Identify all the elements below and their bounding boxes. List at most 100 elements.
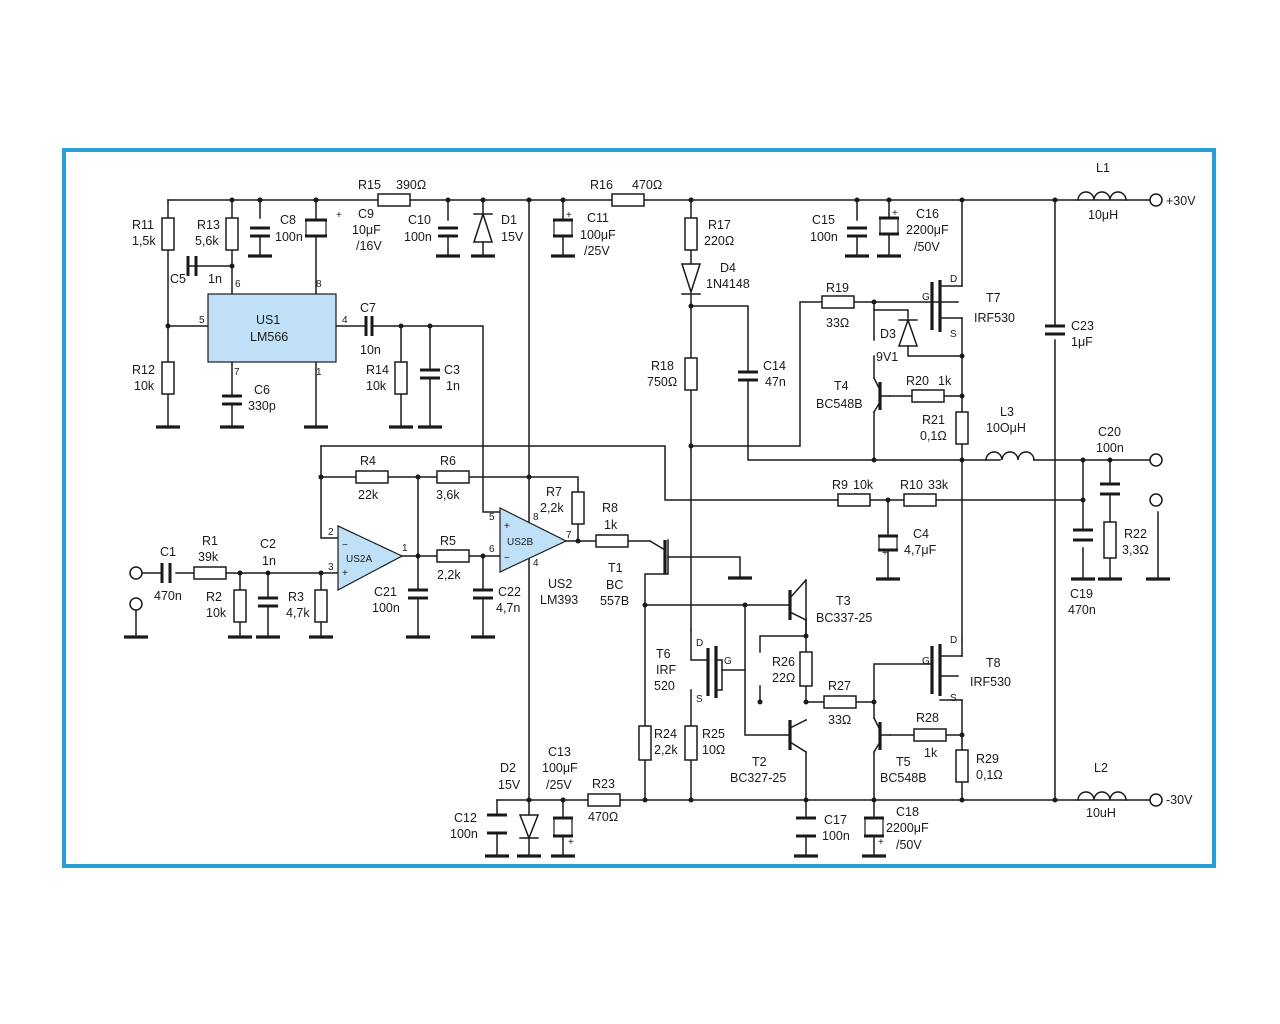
svg-text:D: D [696,638,703,649]
plus-30v-label: +30V [1166,194,1196,208]
svg-text:4,7k: 4,7k [286,606,310,620]
output-terminal[interactable] [1149,453,1163,467]
svg-text:BC548B: BC548B [880,771,927,785]
us2b-label: US2B [507,537,533,548]
svg-text:−: − [342,540,348,551]
svg-text:1N4148: 1N4148 [706,277,750,291]
minus-30v-terminal[interactable] [1149,793,1163,807]
svg-text:T6: T6 [656,647,671,661]
ground-symbols [124,254,1170,858]
svg-text:10μH: 10μH [1088,208,1118,222]
svg-text:IRF530: IRF530 [974,311,1015,325]
svg-text:10uH: 10uH [1086,806,1116,820]
output-ground-terminal[interactable] [1149,493,1163,507]
svg-text:1n: 1n [446,379,460,393]
svg-text:R4: R4 [360,454,376,468]
svg-text:R3: R3 [288,590,304,604]
svg-text:100n: 100n [275,230,303,244]
svg-text:C20: C20 [1098,425,1121,439]
svg-text:R9: R9 [832,478,848,492]
svg-text:D2: D2 [500,761,516,775]
svg-text:T2: T2 [752,755,767,769]
svg-text:T1: T1 [608,561,623,575]
svg-text:S: S [950,329,957,340]
svg-text:C23: C23 [1071,319,1094,333]
svg-text:47n: 47n [765,375,786,389]
svg-text:15V: 15V [501,230,524,244]
svg-text:10k: 10k [134,379,155,393]
svg-text:4: 4 [533,558,539,569]
svg-text:1,5k: 1,5k [132,234,156,248]
svg-text:10OμH: 10OμH [986,421,1026,435]
svg-text:D3: D3 [880,327,896,341]
svg-text:100n: 100n [372,601,400,615]
svg-text:33Ω: 33Ω [826,316,849,330]
svg-text:2: 2 [328,527,334,538]
svg-text:L3: L3 [1000,405,1014,419]
svg-text:C11: C11 [587,211,609,225]
svg-text:T7: T7 [986,291,1001,305]
svg-text:470n: 470n [154,589,182,603]
svg-text:C22: C22 [498,585,521,599]
svg-text:+: + [504,521,510,532]
svg-text:/25V: /25V [584,244,610,258]
svg-text:4,7n: 4,7n [496,601,520,615]
svg-text:2,2k: 2,2k [654,743,678,757]
svg-text:3: 3 [328,562,334,573]
svg-text:BC: BC [606,578,623,592]
svg-text:15V: 15V [498,778,521,792]
svg-text:R18: R18 [651,359,674,373]
inductor-coils [985,191,1127,801]
svg-text:100n: 100n [404,230,432,244]
plus-30v-terminal[interactable] [1149,193,1163,207]
svg-text:R11: R11 [132,218,154,232]
svg-text:R13: R13 [197,218,220,232]
svg-text:D4: D4 [720,261,736,275]
svg-text:2200μF: 2200μF [906,223,949,237]
svg-text:R20: R20 [906,374,929,388]
svg-text:5: 5 [489,512,495,523]
svg-text:7: 7 [234,367,240,378]
svg-text:R24: R24 [654,727,677,741]
svg-text:1k: 1k [604,518,618,532]
us2-value: LM393 [540,593,578,607]
svg-text:22Ω: 22Ω [772,671,795,685]
svg-text:R8: R8 [602,501,618,515]
svg-text:S: S [950,693,957,704]
svg-text:C5: C5 [170,272,186,286]
svg-text:520: 520 [654,679,675,693]
svg-text:C18: C18 [896,805,919,819]
svg-text:R17: R17 [708,218,731,232]
svg-text:220Ω: 220Ω [704,234,734,248]
svg-text:100μF: 100μF [580,228,616,242]
svg-text:10k: 10k [853,478,874,492]
svg-text:470Ω: 470Ω [588,810,618,824]
wires [135,199,1161,856]
svg-text:R7: R7 [546,485,562,499]
svg-text:+: + [892,208,898,219]
svg-text:7: 7 [566,530,572,541]
svg-text:R23: R23 [592,777,615,791]
svg-text:−: − [504,553,510,564]
svg-text:22k: 22k [358,488,379,502]
svg-text:10k: 10k [366,379,387,393]
svg-text:/50V: /50V [896,838,922,852]
svg-text:R28: R28 [916,711,939,725]
svg-text:1n: 1n [208,272,222,286]
svg-text:C7: C7 [360,301,376,315]
svg-text:33k: 33k [928,478,949,492]
svg-text:T8: T8 [986,656,1001,670]
us2a-body [337,525,404,591]
svg-text:R6: R6 [440,454,456,468]
input-terminal[interactable] [129,566,143,580]
terminals [129,193,1163,807]
us1-value: LM566 [250,330,288,344]
input-ground-terminal[interactable] [129,597,143,611]
svg-text:+: + [882,548,888,559]
svg-text:+: + [342,568,348,579]
svg-text:100n: 100n [1096,441,1124,455]
us1-body [207,293,337,363]
svg-text:R10: R10 [900,478,923,492]
svg-text:/25V: /25V [546,778,572,792]
